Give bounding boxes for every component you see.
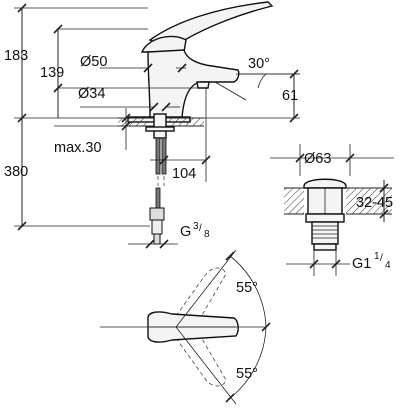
dim-angle30-label: 30° (248, 56, 270, 72)
svg-text:/: / (380, 253, 383, 264)
tap-side-view (118, 1, 274, 245)
tap-aerator (196, 81, 210, 89)
dim-hose-thread-label: G (180, 224, 191, 240)
side-dimensions: 183 139 Ø50 30° 61 Ø34 ma (4, 3, 300, 249)
dim-diam50-label: Ø50 (80, 54, 107, 70)
tap-lever-hub (140, 35, 187, 53)
dim-32-45-label: 32-45 (356, 195, 393, 211)
flex-hose (149, 137, 167, 245)
dim-61-label: 61 (282, 88, 298, 104)
dim-hose-thread-den: 8 (204, 229, 210, 240)
dim-waste-thread-den: 4 (385, 260, 391, 271)
dim-waste-thread-label: G1 (352, 256, 371, 272)
tap-body (147, 49, 240, 119)
lever-rotated-up (175, 267, 227, 323)
dim-380-label: 380 (4, 164, 28, 180)
lever-rotated-down (175, 331, 227, 387)
dim-diam34-label: Ø34 (78, 86, 105, 102)
waste-thread (311, 221, 339, 245)
waste-valve-view: Ø63 32-45 G1 1 / 4 (270, 144, 394, 276)
svg-text:/: / (199, 223, 202, 234)
dim-diam63-label: Ø63 (304, 151, 331, 167)
dim-139-label: 139 (40, 65, 64, 81)
dim-max30-label: max.30 (54, 140, 102, 156)
dim-angle55-bottom-label: 55° (236, 366, 258, 382)
waste-cap (303, 178, 347, 189)
dim-183-label: 183 (4, 48, 28, 64)
dim-angle55-top-label: 55° (236, 280, 258, 296)
dim-104-label: 104 (172, 166, 196, 182)
dim-waste-thread-num: 1 (374, 251, 380, 262)
tap-shank (153, 113, 167, 139)
lever-top-view: 55° 55° (100, 249, 271, 405)
dim-hose-thread-num: 3 (193, 221, 199, 232)
tap-lever (148, 1, 274, 49)
